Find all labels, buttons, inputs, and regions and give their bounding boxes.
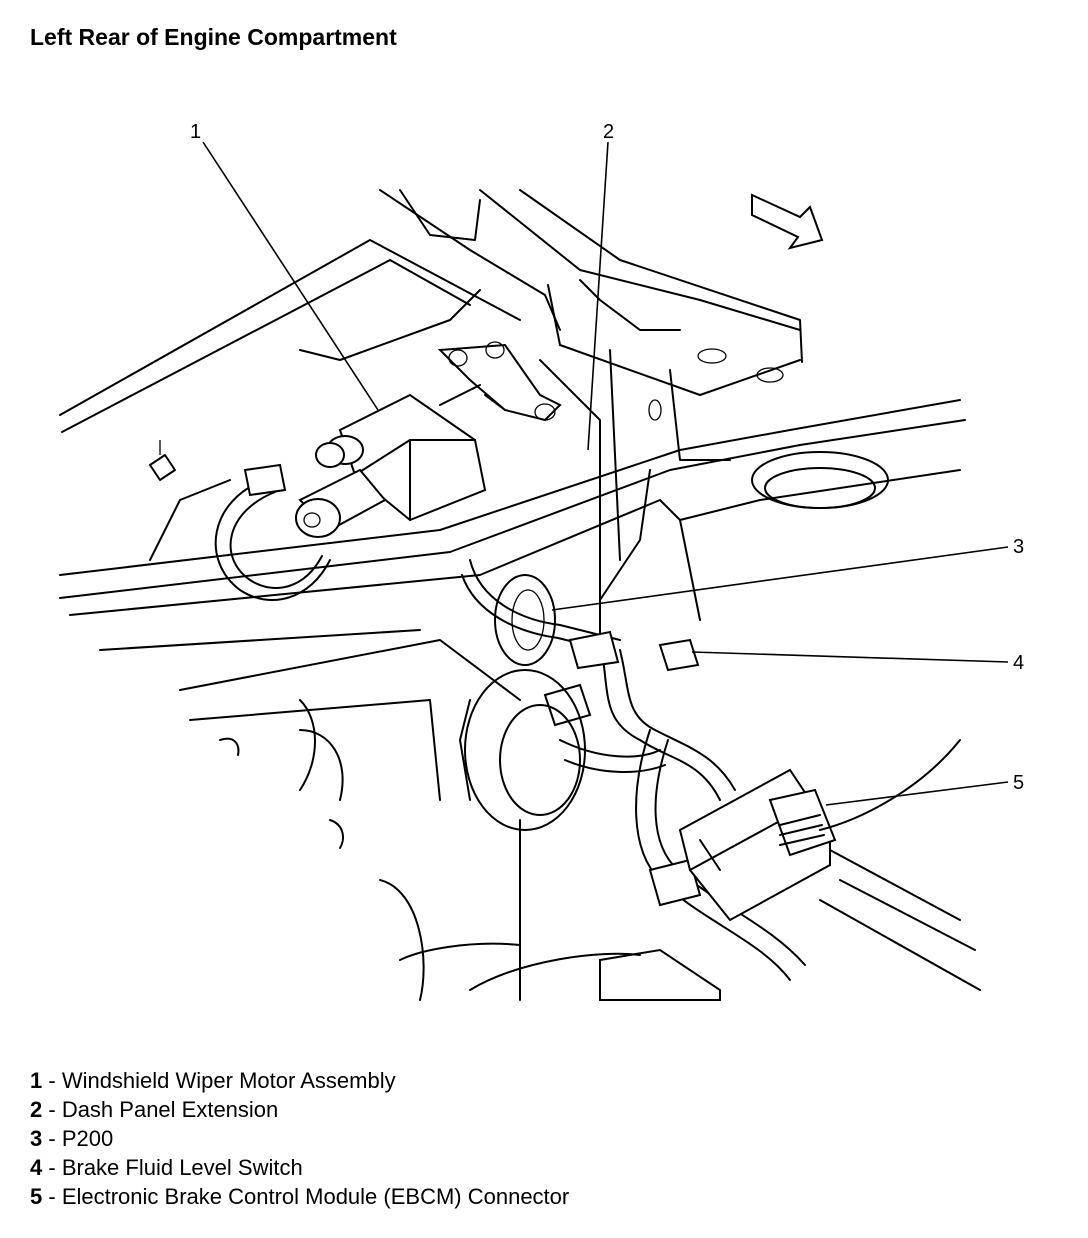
legend-separator: - [42, 1097, 62, 1122]
ebcm-module-shape [599, 768, 837, 1001]
legend-separator: - [42, 1155, 62, 1180]
legend-text: Dash Panel Extension [61, 1097, 279, 1122]
callout-label-1: 1 [190, 121, 201, 143]
legend-separator: - [42, 1126, 62, 1151]
legend-number: 5 [30, 1184, 43, 1209]
callout-line-1 [202, 141, 379, 411]
legend-separator: - [42, 1068, 62, 1093]
callout-line-5 [825, 781, 1009, 806]
callout-label-5: 5 [1013, 772, 1024, 794]
legend-item: 2 - Dash Panel Extension [30, 1095, 569, 1124]
legend-number: 3 [30, 1126, 43, 1151]
callout-label-2: 2 [603, 121, 614, 143]
legend-text: Windshield Wiper Motor Assembly [61, 1068, 396, 1093]
brake-booster-shape [179, 639, 586, 1001]
left-wiring-harness [149, 440, 331, 601]
callout-line-2 [587, 141, 609, 451]
legend-item: 3 - P200 [30, 1124, 569, 1153]
legend-item: 1 - Windshield Wiper Motor Assembly [30, 1066, 569, 1095]
legend-item: 4 - Brake Fluid Level Switch [30, 1153, 569, 1182]
central-wiring-harness [543, 630, 806, 981]
lower-body-lines [99, 629, 981, 1001]
legend-number: 1 [30, 1068, 43, 1093]
wiper-motor-assembly-shape [295, 341, 562, 538]
legend: 1 - Windshield Wiper Motor Assembly 2 - … [30, 1066, 569, 1211]
p200-grommet [461, 559, 621, 666]
callout-line-4 [691, 651, 1009, 663]
callout-label-4: 4 [1013, 652, 1024, 674]
cowl-panel-lines [59, 189, 803, 641]
diagram-title: Left Rear of Engine Compartment [30, 24, 397, 50]
legend-separator: - [42, 1184, 62, 1209]
legend-text: Electronic Brake Control Module (EBCM) C… [61, 1184, 570, 1209]
legend-text: Brake Fluid Level Switch [61, 1155, 303, 1180]
legend-item: 5 - Electronic Brake Control Module (EBC… [30, 1182, 569, 1211]
legend-number: 4 [30, 1155, 43, 1180]
callout-label-3: 3 [1013, 536, 1024, 558]
legend-number: 2 [30, 1097, 43, 1122]
dash-panel-extension-shape [59, 399, 966, 621]
callout-line-3 [551, 546, 1009, 611]
direction-arrow-icon [751, 193, 824, 250]
legend-text: P200 [61, 1126, 114, 1151]
